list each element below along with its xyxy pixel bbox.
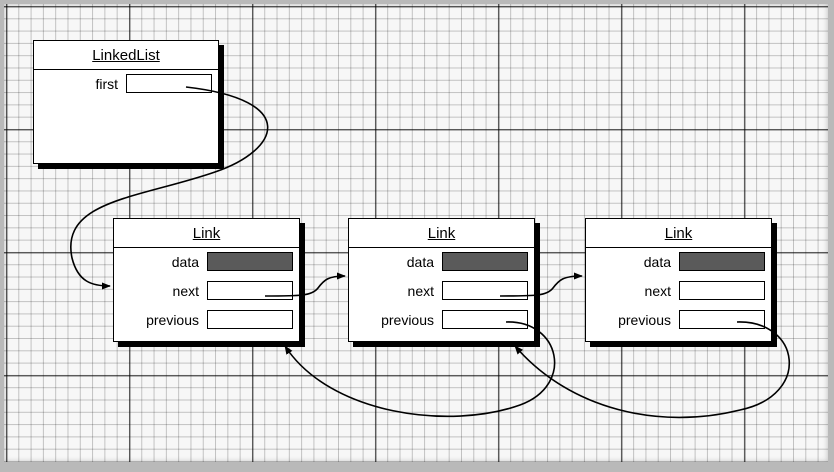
data-value-box	[207, 252, 293, 271]
link-title: Link	[349, 219, 534, 248]
field-label-previous: previous	[618, 312, 671, 328]
field-label-next: next	[644, 283, 671, 299]
previous-reference-box	[207, 310, 293, 329]
field-label-next: next	[407, 283, 434, 299]
link-field-row: previous	[114, 306, 299, 335]
field-label-data: data	[171, 254, 199, 270]
link-node-2: Link data next previous	[348, 218, 535, 342]
field-label-data: data	[406, 254, 434, 270]
linkedlist-first-row: first	[34, 70, 218, 99]
link-field-row: next	[349, 277, 534, 306]
link-field-row: data	[586, 248, 771, 277]
link-node-1: Link data next previous	[113, 218, 300, 342]
field-label-data: data	[643, 254, 671, 270]
link-field-row: data	[114, 248, 299, 277]
next-reference-box	[679, 281, 765, 300]
link-field-row: previous	[349, 306, 534, 335]
link-field-row: next	[114, 277, 299, 306]
data-value-box	[442, 252, 528, 271]
field-label-next: next	[172, 283, 199, 299]
next-reference-box	[442, 281, 528, 300]
link-title: Link	[114, 219, 299, 248]
link-node-3: Link data next previous	[585, 218, 772, 342]
link-title: Link	[586, 219, 771, 248]
data-value-box	[679, 252, 765, 271]
field-label-previous: previous	[146, 312, 199, 328]
first-reference-box	[126, 74, 212, 93]
field-label-first: first	[95, 76, 118, 92]
field-label-previous: previous	[381, 312, 434, 328]
link-field-row: data	[349, 248, 534, 277]
previous-reference-box	[679, 310, 765, 329]
linkedlist-node: LinkedList first	[33, 40, 219, 164]
linkedlist-title: LinkedList	[34, 41, 218, 70]
next-reference-box	[207, 281, 293, 300]
link-field-row: previous	[586, 306, 771, 335]
link-field-row: next	[586, 277, 771, 306]
previous-reference-box	[442, 310, 528, 329]
